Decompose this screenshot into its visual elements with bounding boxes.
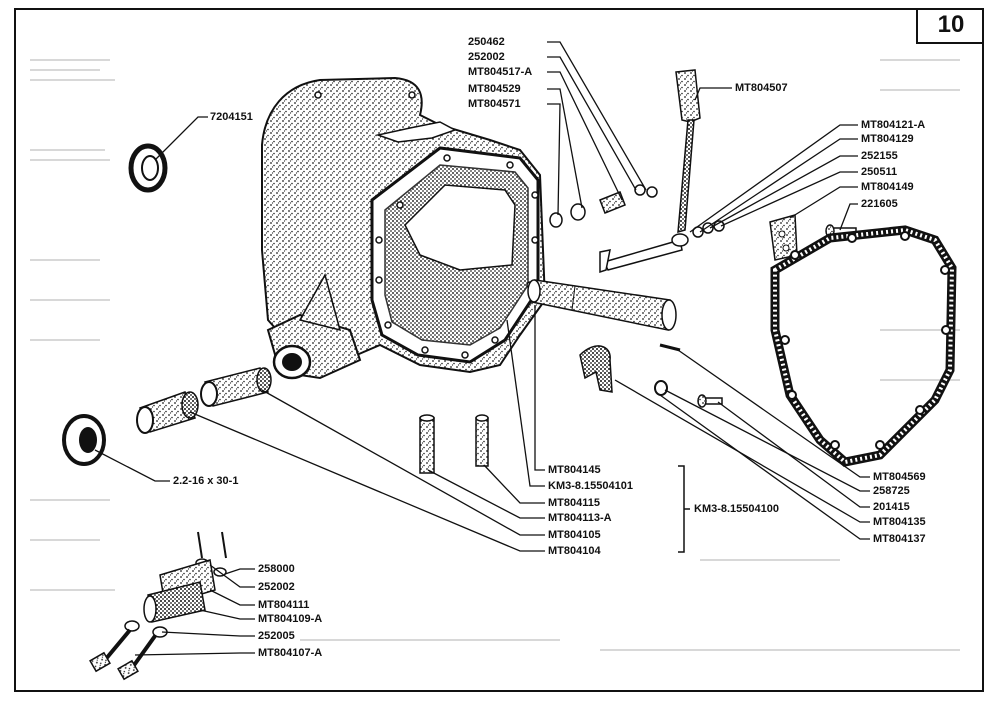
- callout-221605: 221605: [861, 198, 898, 210]
- shaft-mt804145: [527, 279, 677, 331]
- fork-mt804137: [579, 345, 613, 393]
- callout-mt804115: MT804115: [548, 497, 600, 509]
- callout-258000: 258000: [258, 563, 295, 575]
- background-faded-text: [30, 59, 960, 651]
- group-bracket: [678, 465, 690, 553]
- callout-mt804105: MT804105: [548, 529, 601, 541]
- callout-km3-8-15504101: KM3-8.15504101: [548, 480, 634, 492]
- seal-lower-left: [62, 414, 106, 466]
- callout-mt804107-a: MT804107-A: [258, 647, 323, 659]
- callout-mt804569: MT804569: [873, 471, 926, 483]
- callout-km3-8-15504100: KM3-8.15504100: [694, 503, 780, 515]
- callout-201415: 201415: [873, 501, 910, 513]
- callout-mt804149: MT804149: [861, 181, 914, 193]
- callout-mt804129: MT804129: [861, 133, 914, 145]
- callout-250462: 250462: [468, 36, 505, 48]
- callout-252005: 252005: [258, 630, 295, 642]
- callout-252002-lower: 252002: [258, 581, 295, 593]
- page-number: 10: [916, 8, 984, 44]
- callout-mt804111: MT804111: [258, 599, 310, 611]
- callout-mt804109-a: MT804109-A: [258, 613, 323, 625]
- callout-mt804517-a: MT804517-A: [468, 66, 533, 78]
- seal-7204151: [128, 143, 168, 193]
- callout-mt804529: MT804529: [468, 83, 521, 95]
- bushing-mt804104: [136, 391, 199, 434]
- leader-lines: [94, 41, 870, 656]
- small-pin-clip-bolt: [654, 343, 723, 408]
- callout-mt804121-a: MT804121-A: [861, 119, 926, 131]
- bushing-mt804105: [200, 367, 272, 407]
- gear-lever-mt804507: [599, 69, 701, 274]
- callout-mt804145: MT804145: [548, 464, 601, 476]
- callout-seal-size: 2.2-16 x 30-1: [173, 475, 239, 487]
- callout-250511: 250511: [861, 166, 898, 178]
- callout-7204151: 7204151: [210, 111, 253, 123]
- callout-mt804507: MT804507: [735, 82, 788, 94]
- gearbox-housing: [261, 76, 547, 380]
- callout-252155: 252155: [861, 150, 898, 162]
- washers-and-nuts: [549, 184, 725, 238]
- callout-mt804135: MT804135: [873, 516, 926, 528]
- lower-left-small-parts: [89, 531, 227, 681]
- page-frame: [14, 8, 984, 692]
- callout-mt804113-a: MT804113-A: [548, 512, 612, 524]
- gasket-mt804569: [770, 225, 957, 467]
- pins-mt804113-mt804115: [419, 414, 489, 474]
- callout-mt804137: MT804137: [873, 533, 926, 545]
- callout-mt804571: MT804571: [468, 98, 521, 110]
- callout-252002: 252002: [468, 51, 505, 63]
- bracket-mt804149: [769, 214, 798, 261]
- callout-mt804104: MT804104: [548, 545, 601, 557]
- callout-258725: 258725: [873, 485, 910, 497]
